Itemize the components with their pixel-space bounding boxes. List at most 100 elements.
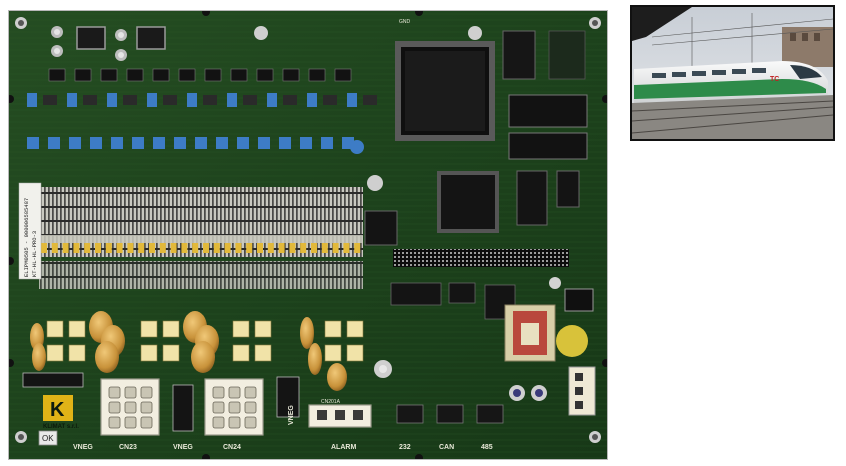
relay	[324, 320, 342, 338]
serial-number-sticker: ELIPM0505 - 000006585487 KT-HL-HL-PRO-3	[18, 182, 42, 280]
blue-trimmer	[107, 93, 117, 107]
blue-trimmer	[69, 137, 81, 149]
label-485: 485	[481, 444, 493, 451]
header-connector	[178, 68, 196, 82]
yellow-capacitor	[332, 243, 339, 253]
blue-trimmer	[187, 93, 197, 107]
cn24-connector	[204, 378, 264, 436]
serial-line-2: KT-HL-HL-PRO-3	[31, 231, 38, 277]
relay	[140, 320, 158, 338]
fuse-blocks	[22, 372, 300, 432]
connector-pin	[212, 401, 225, 414]
high-speed-train: TC	[634, 61, 828, 103]
cn201a-connector	[308, 404, 372, 428]
yellow-capacitor	[257, 243, 263, 253]
yellow-capacitor-row	[41, 243, 361, 253]
yellow-capacitor	[192, 243, 199, 253]
blue-trimmer	[153, 137, 165, 149]
smd-chip	[83, 95, 97, 105]
relay	[162, 320, 180, 338]
header-connector	[282, 68, 300, 82]
relay	[140, 344, 158, 362]
rails	[632, 100, 833, 134]
blue-trimmer	[147, 93, 157, 107]
header-connector	[100, 68, 118, 82]
blue-trimmer	[279, 137, 291, 149]
train-thumbnail-photo: TC	[630, 5, 835, 141]
memory-chips	[502, 30, 588, 160]
battery-holder	[504, 304, 588, 362]
comms-headers	[396, 404, 504, 424]
blue-trimmer	[321, 137, 333, 149]
blue-trimmer	[27, 137, 39, 149]
yellow-capacitor	[73, 243, 80, 253]
connector-pin	[124, 416, 137, 429]
smd-chip	[283, 95, 297, 105]
ok-button[interactable]: OK	[38, 430, 58, 446]
relay	[324, 344, 342, 362]
blue-trimmer	[174, 137, 186, 149]
header-connectors-top	[48, 68, 352, 82]
connector-pin	[228, 416, 241, 429]
header-connector	[126, 68, 144, 82]
svg-text:K: K	[50, 399, 65, 421]
klimat-logo: K KLIMAT s.r.l.	[43, 395, 79, 430]
yellow-capacitor	[181, 243, 188, 253]
relay	[232, 320, 250, 338]
header-connector	[308, 68, 326, 82]
blue-trimmer	[27, 93, 37, 107]
connector-pin	[244, 416, 257, 429]
label-vneg-right: VNEG	[288, 405, 295, 425]
connector-pin	[108, 416, 121, 429]
relay	[46, 344, 64, 362]
cn23-connector	[100, 378, 160, 436]
overhead-wires	[651, 13, 833, 69]
blue-trimmer	[90, 137, 102, 149]
connector-pin	[124, 401, 137, 414]
label-cn201a: CN201A	[321, 399, 341, 405]
smd-chip	[43, 95, 57, 105]
yellow-capacitor	[138, 243, 145, 253]
header-connector	[48, 68, 66, 82]
yellow-capacitor	[105, 243, 112, 253]
yellow-capacitor	[311, 243, 317, 253]
header-connector	[256, 68, 274, 82]
connector-pin	[108, 401, 121, 414]
yellow-capacitor	[159, 243, 166, 253]
yellow-capacitor	[235, 243, 242, 253]
connector-pin	[140, 416, 153, 429]
smd-chip	[163, 95, 177, 105]
yellow-capacitor	[95, 243, 101, 253]
relay	[232, 344, 250, 362]
yellow-capacitor	[127, 243, 134, 253]
label-cn23: CN23	[119, 444, 137, 451]
mounting-holes	[9, 11, 607, 459]
label-alarm: ALARM	[331, 444, 356, 451]
yellow-capacitor	[343, 243, 350, 253]
smd-chip	[203, 95, 217, 105]
label-cn24: CN24	[223, 444, 241, 451]
blue-trimmer	[300, 137, 312, 149]
yellow-capacitor	[203, 243, 209, 253]
yellow-capacitor	[62, 243, 69, 253]
header-connector	[152, 68, 170, 82]
capacitor-discs	[30, 311, 347, 391]
main-processor-chip	[395, 41, 495, 141]
blue-trimmer	[216, 137, 228, 149]
yellow-capacitor	[170, 243, 177, 253]
yellow-capacitor	[300, 243, 307, 253]
circuit-board-photo: ELIPM0505 - 000006585487 KT-HL-HL-PRO-3	[8, 10, 608, 460]
header-connector	[74, 68, 92, 82]
relay	[46, 320, 64, 338]
secondary-processor-chip	[364, 170, 580, 246]
connector-pin	[244, 401, 257, 414]
yellow-capacitor	[267, 243, 274, 253]
blue-trimmer	[132, 137, 144, 149]
relay	[254, 344, 272, 362]
smd-chip	[363, 95, 377, 105]
connector-pin	[228, 386, 241, 399]
blue-components-row-2	[27, 137, 364, 154]
smd-chip	[123, 95, 137, 105]
relay-modules	[46, 320, 364, 362]
relay	[162, 344, 180, 362]
